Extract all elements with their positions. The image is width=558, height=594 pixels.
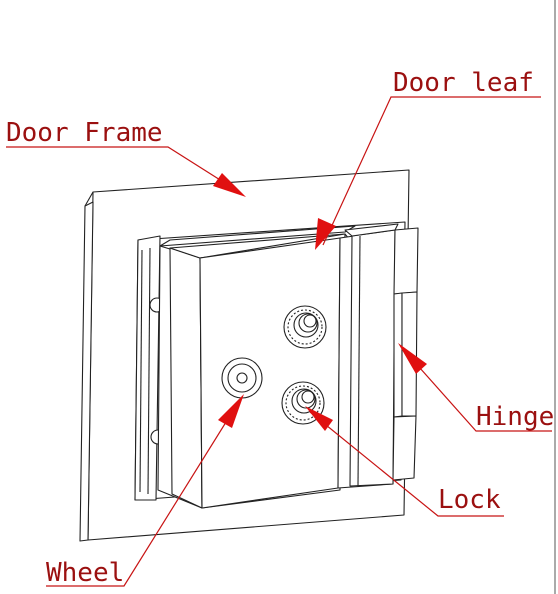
label-lock: Lock — [438, 485, 501, 515]
leader-hinge — [402, 348, 552, 432]
label-door-frame: Door Frame — [6, 118, 163, 148]
door-leaf-face — [199, 237, 341, 509]
arrow-lock — [305, 406, 333, 431]
wheel-handle — [221, 357, 263, 399]
label-hinge: Hinge — [476, 402, 555, 432]
label-wheel: Wheel — [46, 558, 125, 588]
arrow-door-leaf — [315, 218, 336, 250]
label-door-leaf: Door leaf — [393, 68, 534, 98]
hinge-block — [337, 223, 419, 489]
leader-wheel — [46, 397, 242, 587]
upper-dial-lock — [283, 305, 327, 349]
arrow-door-frame — [213, 173, 246, 197]
leader-lock — [309, 411, 504, 517]
leader-door-leaf — [322, 96, 541, 246]
door-leaf-side — [157, 245, 203, 509]
arrow-hinge — [398, 343, 427, 374]
arrow-wheel — [218, 394, 244, 428]
leader-door-frame — [6, 146, 237, 191]
